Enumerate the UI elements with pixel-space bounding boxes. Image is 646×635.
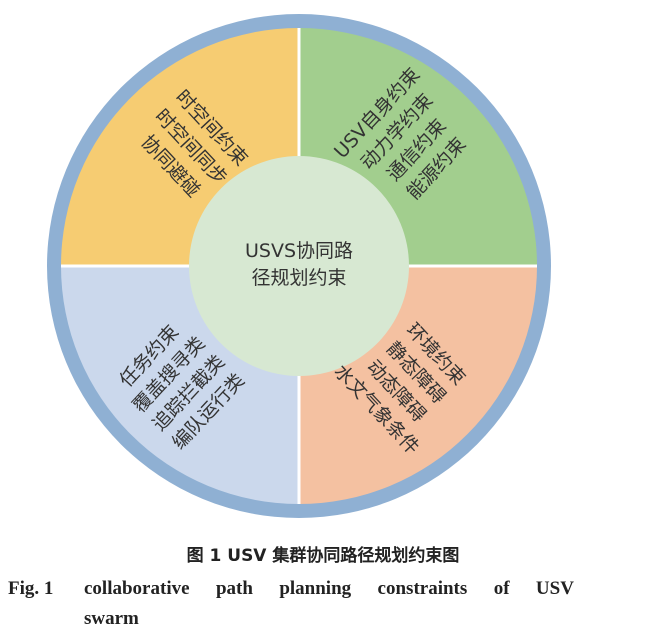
caption-word-3: planning bbox=[279, 578, 352, 599]
caption-word-5: of bbox=[493, 578, 510, 599]
figure-label: Fig. 1 bbox=[8, 578, 54, 599]
caption-word-4: constraints bbox=[377, 578, 468, 599]
figure-caption-english: Fig. 1 collaborative path planning const… bbox=[8, 574, 640, 634]
caption-line-2: swarm bbox=[84, 608, 139, 629]
figure-caption-chinese: 图 1 USV 集群协同路径规划约束图 bbox=[186, 546, 460, 566]
caption-word-1: collaborative bbox=[84, 578, 190, 599]
center-label-line-2: 径规划约束 bbox=[251, 267, 346, 289]
caption-word-2: path bbox=[215, 578, 253, 599]
constraints-diagram: USVS协同路 径规划约束 时空间约束 时空间同步 协同避碰 USV自身约束 动… bbox=[47, 14, 551, 518]
center-label-line-1: USVS协同路 bbox=[245, 240, 353, 262]
center-circle bbox=[189, 156, 409, 376]
caption-word-6: USV bbox=[535, 578, 574, 599]
